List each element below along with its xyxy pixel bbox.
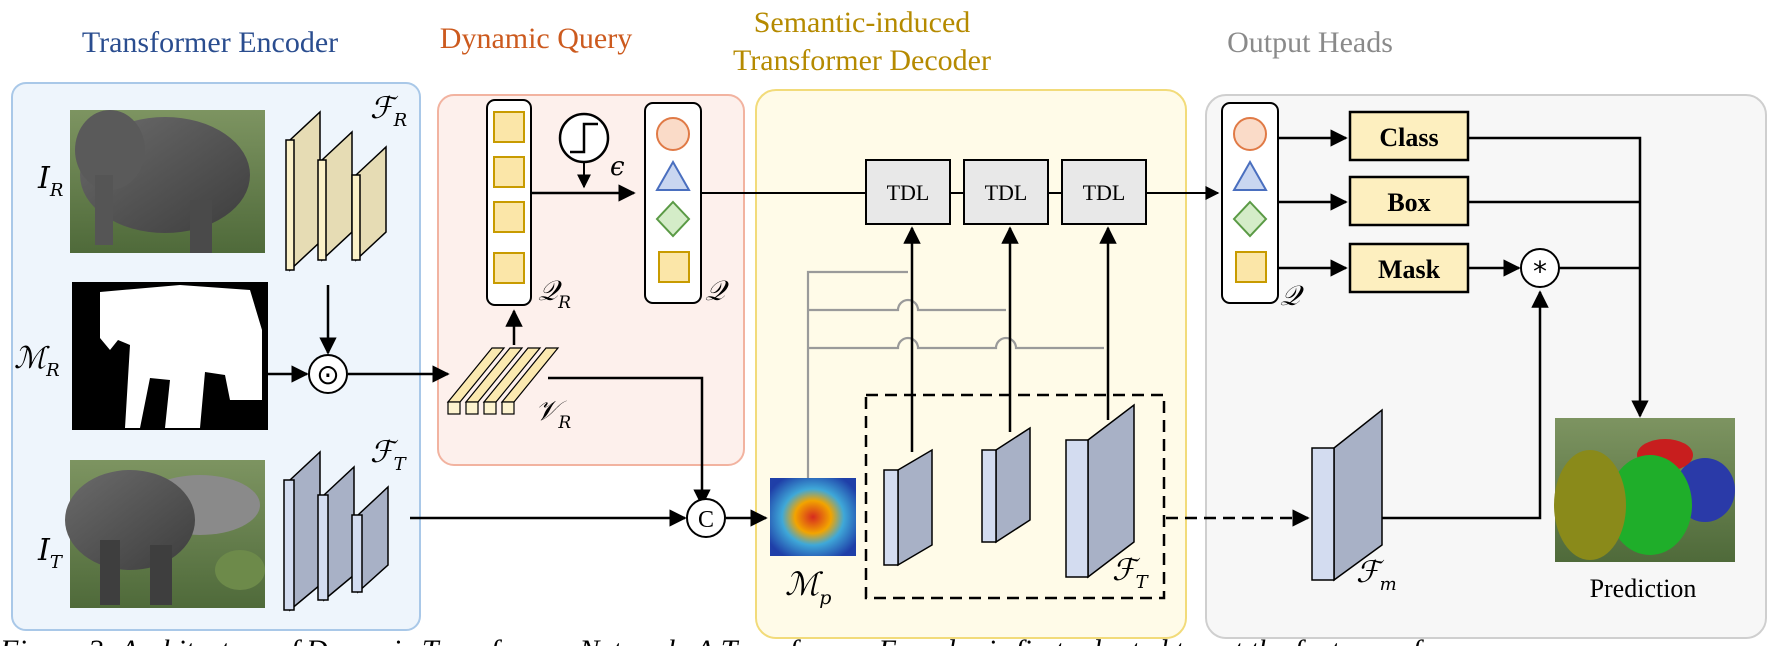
concat-symbol: C (698, 507, 714, 533)
heads-title: Output Heads (1227, 26, 1393, 59)
decoder-feature-maps (883, 403, 1135, 579)
box-head-label: Box (1387, 188, 1430, 217)
triangle-query-icon (655, 159, 691, 191)
label-Q: 𝒬 (705, 274, 729, 307)
circle-query-icon (1233, 117, 1267, 151)
label-I-R: IR (37, 161, 63, 201)
mask-head-label: Mask (1378, 255, 1441, 284)
class-head (1348, 110, 1470, 162)
decoder-title-line2: Transformer Decoder (733, 44, 991, 77)
encoder-title: Transformer Encoder (82, 26, 338, 59)
query-title: Dynamic Query (440, 22, 632, 55)
label-M-p: ℳp (785, 565, 831, 609)
tdl-label-3: TDL (1083, 180, 1126, 205)
label-Q-R: 𝒬R (538, 274, 571, 313)
mask-routing-lines (806, 270, 1104, 478)
triangle-query-icon (1232, 159, 1268, 191)
diamond-query-icon (1232, 200, 1268, 238)
query-slot (493, 156, 525, 188)
reference-image (70, 110, 265, 253)
feature-stack-F-T (283, 450, 389, 612)
dashed-feature-box (864, 393, 1166, 600)
tdl-block-1 (865, 159, 951, 225)
feature-stack-F-R (285, 110, 387, 272)
threshold-step-icon (558, 112, 610, 164)
circle-query-icon (656, 117, 690, 151)
star-symbol: * (1533, 255, 1547, 288)
class-head-label: Class (1379, 123, 1438, 152)
mask-head (1348, 242, 1470, 294)
tdl-label-2: TDL (985, 180, 1028, 205)
square-query-icon (658, 251, 690, 283)
query-slot (493, 111, 525, 143)
label-I-T: IT (37, 533, 64, 573)
caption-fragment: Figure 2: Architecture of Dynamic Transf… (0, 634, 1424, 646)
target-image (65, 460, 265, 608)
prior-mask-heatmap (770, 478, 856, 556)
concat-op (686, 498, 726, 538)
label-epsilon: ϵ (610, 152, 625, 182)
value-vectors-V-R (446, 347, 560, 415)
odot-symbol: ⊙ (316, 358, 339, 391)
tdl-label-1: TDL (887, 180, 930, 205)
elementwise-product-op (308, 354, 348, 394)
reference-mask (72, 282, 268, 430)
query-slot (493, 252, 525, 284)
decoder-title-line1: Semantic-induced (754, 6, 971, 39)
diamond-query-icon (655, 200, 691, 238)
label-M-R: ℳR (14, 341, 60, 381)
prediction-image (1554, 418, 1735, 562)
mask-feature-F-m (1311, 408, 1383, 582)
tdl-block-3 (1061, 159, 1147, 225)
query-slot (493, 201, 525, 233)
label-Q-output: 𝒬 (1280, 279, 1304, 312)
square-query-icon (1235, 251, 1267, 283)
prediction-label: Prediction (1590, 574, 1697, 603)
